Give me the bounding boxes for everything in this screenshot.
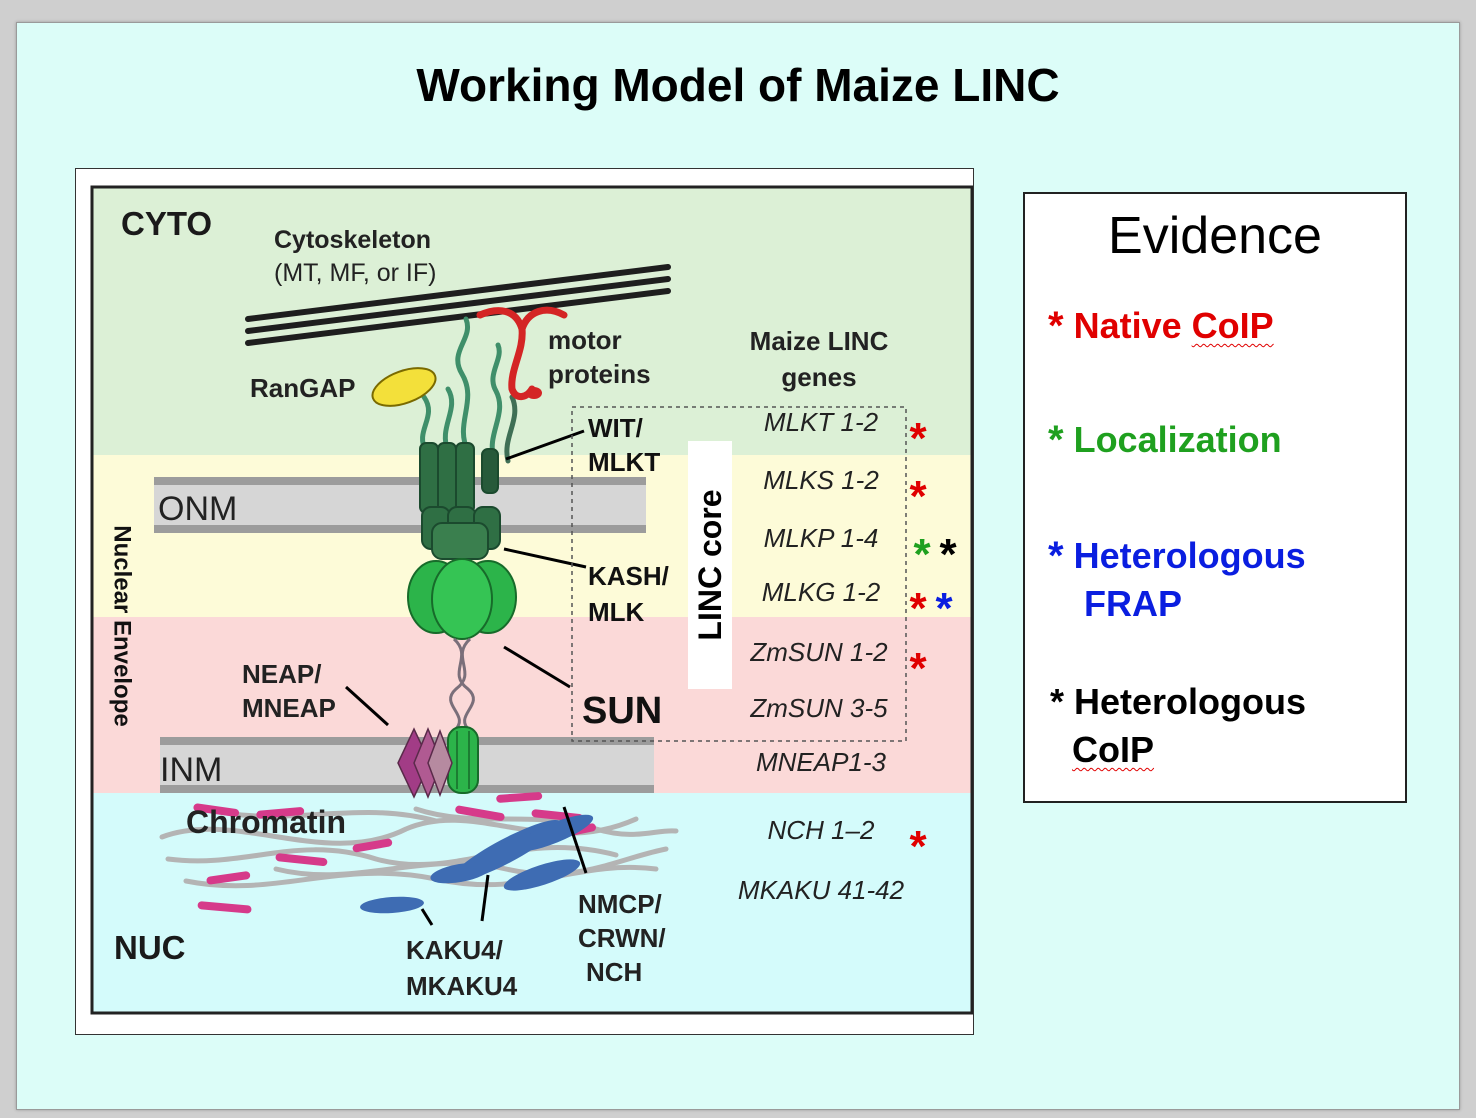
rangap-label: RanGAP — [250, 373, 355, 403]
rangap-shape — [371, 367, 437, 407]
legend-frap-line2: FRAP — [1084, 583, 1182, 624]
slide-title: Working Model of Maize LINC — [416, 59, 1060, 111]
nuc-label: NUC — [114, 929, 186, 966]
evidence-star: * — [909, 472, 927, 521]
linc-figure: LINC core CYTO NUC ONM INM Nuclear Envel… — [75, 168, 974, 1035]
onm-label: ONM — [158, 490, 237, 528]
tether-proteins — [420, 316, 518, 464]
legend-hcoip-line2: CoIP — [1072, 729, 1155, 770]
nmcp-label-line3: NCH — [586, 957, 642, 987]
gene-name: MLKP 1-4 — [764, 523, 879, 553]
evidence-star: * — [909, 644, 927, 693]
legend-native-word: Native — [1073, 305, 1182, 346]
wit-label-line2: MLKT — [588, 447, 660, 477]
neap-proteins — [397, 727, 453, 799]
sun-transmembrane — [447, 726, 479, 794]
legend-star-red: * — [1048, 304, 1064, 348]
wit-label-line1: WIT/ — [588, 413, 643, 443]
gene-name: MLKS 1-2 — [763, 465, 879, 495]
legend-heterologous-coip: *Heterologous — [1050, 678, 1306, 726]
gene-name: ZmSUN 1-2 — [749, 637, 888, 667]
linc-core-label-box — [688, 441, 732, 689]
motor-label-line2: proteins — [548, 359, 651, 389]
motor-protein-shape — [476, 306, 568, 400]
evidence-star: * — [909, 414, 927, 463]
legend-frap-line1: Heterologous — [1073, 535, 1306, 576]
diagram-frame — [90, 185, 973, 1015]
sun-label: SUN — [582, 690, 662, 732]
legend-star-blue: * — [1048, 534, 1064, 578]
wit-mlkt-complex — [419, 442, 501, 560]
cytoskeleton-subtitle: (MT, MF, or IF) — [274, 259, 436, 287]
legend-heterologous-frap: *Heterologous — [1048, 532, 1306, 580]
sun-trimer — [407, 558, 517, 640]
genes-header-line2: genes — [781, 362, 856, 392]
gene-name: MKAKU 41-42 — [738, 875, 905, 905]
gene-name: MLKT 1-2 — [764, 407, 879, 437]
gene-list: MLKT 1-2*MLKS 1-2*MLKP 1-4**MLKG 1-2**Zm… — [738, 407, 958, 905]
legend-star-green: * — [1048, 418, 1064, 462]
evidence-star: * — [939, 530, 957, 579]
legend-native-coip-word: CoIP — [1191, 305, 1274, 346]
linc-core-label: LINC core — [692, 489, 728, 640]
nuclear-envelope-label: Nuclear Envelope — [109, 525, 136, 726]
gene-name: MNEAP1-3 — [756, 747, 887, 777]
neap-label-line1: NEAP/ — [242, 659, 321, 689]
gene-name: ZmSUN 3-5 — [749, 693, 888, 723]
genes-header-line1: Maize LINC — [750, 326, 889, 356]
evidence-star: * — [935, 584, 953, 633]
legend-localization: *Localization — [1048, 416, 1282, 464]
nmcp-label-line1: NMCP/ — [578, 889, 662, 919]
inm-label: INM — [160, 751, 222, 789]
legend-hcoip-line1: Heterologous — [1074, 681, 1307, 722]
motor-label-line1: motor — [548, 325, 622, 355]
cytoskeleton-filaments — [245, 264, 671, 346]
kash-label-line1: KASH/ — [588, 561, 669, 591]
linc-diagram: LINC core CYTO NUC ONM INM Nuclear Envel… — [90, 185, 973, 1015]
cytoskeleton-label: Cytoskeleton — [274, 226, 431, 254]
kaku-label-line2: MKAKU4 — [406, 971, 518, 1001]
legend-localization-text: Localization — [1073, 419, 1282, 460]
cyto-region — [92, 187, 972, 455]
sun-coiled-coil — [449, 637, 475, 733]
kaku-nmcp-proteins — [360, 814, 594, 914]
neap-label-line2: MNEAP — [242, 693, 336, 723]
nmcp-label-line2: CRWN/ — [578, 923, 666, 953]
linc-core-box — [571, 406, 907, 742]
evidence-star: * — [913, 530, 931, 579]
onm-membrane — [154, 477, 646, 533]
legend-native-coip: *Native CoIP — [1048, 302, 1274, 350]
evidence-star: * — [909, 822, 927, 871]
kaku-label-line1: KAKU4/ — [406, 935, 503, 965]
cyto-label: CYTO — [121, 205, 212, 242]
gene-name: NCH 1–2 — [768, 815, 875, 845]
evidence-legend — [1023, 192, 1407, 803]
evidence-heading: Evidence — [1108, 207, 1322, 265]
chromatin-label: Chromatin — [186, 804, 346, 840]
legend-star-black: * — [1050, 681, 1065, 722]
evidence-star: * — [909, 584, 927, 633]
kash-label-line2: MLK — [588, 597, 645, 627]
gene-name: MLKG 1-2 — [762, 577, 881, 607]
